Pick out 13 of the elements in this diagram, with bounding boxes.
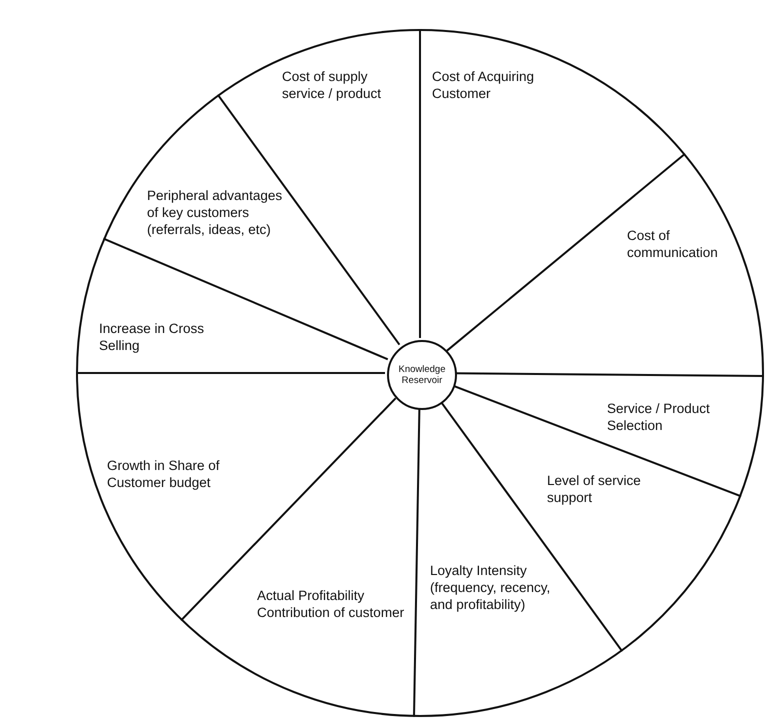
sector-label: Loyalty Intensity (frequency, recency, and profitability)	[430, 562, 552, 613]
sector-label: Actual Profitability Contribution of customer	[257, 587, 406, 621]
wheel-circle	[76, 29, 764, 717]
sector-label: Service / Product Selection	[607, 400, 711, 434]
sector-label: Cost of communication	[627, 227, 719, 261]
sector-label: Increase in Cross Selling	[99, 320, 206, 354]
sector-label: Cost of supply service / product	[282, 68, 382, 102]
sector-label: Growth in Share of Customer budget	[107, 457, 221, 491]
center-label: Knowledge Reservoir	[397, 364, 446, 386]
center-circle	[387, 340, 457, 410]
sector-label: Peripheral advantages of key customers (referrals, ideas, etc)	[147, 187, 284, 238]
sector-label: Level of service support	[547, 472, 642, 506]
sector-label: Cost of Acquiring Customer	[432, 68, 536, 102]
